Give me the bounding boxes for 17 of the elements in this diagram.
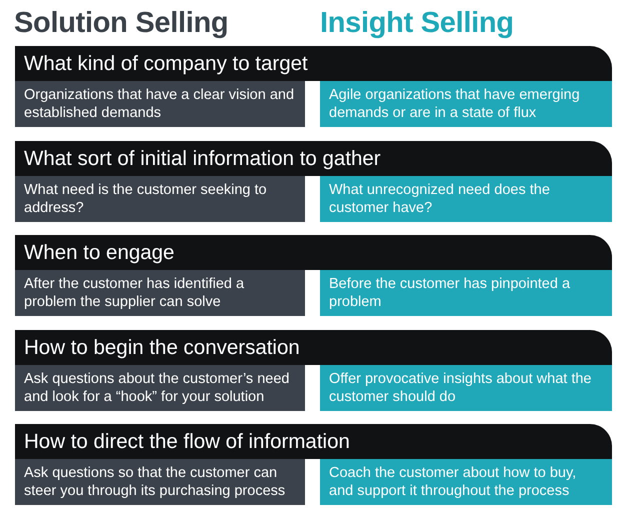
- table-cell: Coach the customer about how to buy, and support it throughout the process: [320, 459, 612, 505]
- section-heading-band: What sort of initial information to gather: [15, 140, 612, 176]
- table-cell: Offer provocative insights about what the customer should do: [320, 364, 612, 410]
- table-cell: Ask questions about the customer’s need and look for a “hook” for your solution: [15, 364, 305, 410]
- column-heading: Solution Selling: [14, 6, 230, 40]
- table-cell: After the customer has identified a problem the supplier can solve: [15, 270, 305, 316]
- section-heading-band: How to direct the flow of information: [15, 424, 612, 459]
- table-cell: What need is the customer seeking to address?: [15, 176, 305, 222]
- table-cell: Ask questions so that the customer can steer you through its purchasing process: [15, 459, 305, 505]
- section-heading-band: How to begin the conversation: [15, 330, 612, 364]
- section-heading-band: What kind of company to target: [15, 46, 612, 81]
- table-cell: Agile organizations that have emerging demands or are in a state of flux: [320, 81, 612, 127]
- table-cell: What unrecognized need does the customer have?: [320, 176, 612, 222]
- table-cell: Before the customer has pinpointed a problem: [320, 270, 612, 316]
- table-cell: Organizations that have a clear vision and established demands: [15, 81, 305, 127]
- section-heading-band: When to engage: [15, 235, 612, 270]
- column-heading: Insight Selling: [320, 6, 514, 40]
